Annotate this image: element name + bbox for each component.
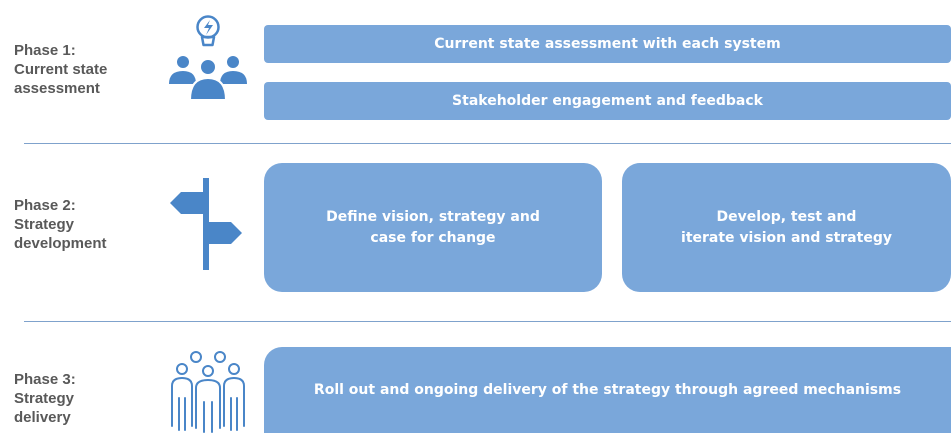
signpost-icon [170, 178, 242, 270]
divider-2 [24, 321, 951, 322]
phase-3-item-1: Roll out and ongoing delivery of the str… [264, 347, 951, 433]
phase-1-item-2: Stakeholder engagement and feedback [264, 82, 951, 120]
phase-1-item-1: Current state assessment with each syste… [264, 25, 951, 63]
phase-1-label: Phase 1: Current state assessment [14, 42, 108, 97]
divider-1 [24, 143, 951, 144]
phase-2-item-2: Develop, test and iterate vision and str… [622, 163, 951, 292]
phase-3-label: Phase 3: Strategy delivery [14, 371, 76, 426]
phase-1-item-2-text: Stakeholder engagement and feedback [452, 93, 763, 109]
phase-3-item-1-text: Roll out and ongoing delivery of the str… [313, 382, 902, 398]
phase-1-item-1-text: Current state assessment with each syste… [434, 36, 781, 52]
team-group-icon [171, 351, 245, 433]
phase-2-item-1: Define vision, strategy and case for cha… [264, 163, 602, 292]
phase-2-label: Phase 2: Strategy development [14, 197, 107, 252]
people-lightbulb-icon [169, 15, 247, 101]
